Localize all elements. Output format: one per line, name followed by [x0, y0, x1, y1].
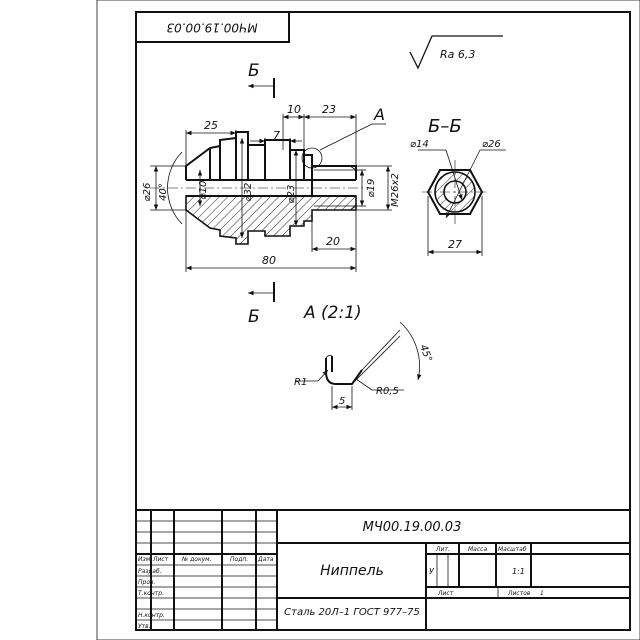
tb-masshtab: Масштаб [498, 546, 527, 553]
tb-row-utv: Утв. [138, 623, 151, 630]
dim-r1: R1 [294, 377, 307, 388]
tb-name: Ниппель [320, 563, 384, 579]
dim-dia32: ⌀32 [243, 183, 254, 202]
dim-sec-dia26: ⌀26 [482, 139, 501, 150]
dim-dia14: ⌀14 [410, 139, 429, 150]
dim-7: 7 [273, 129, 280, 142]
tb-row-nkontr: Н.контр. [138, 612, 165, 619]
tb-lit: Лит. [435, 546, 450, 553]
tb-listov: Листов [507, 590, 531, 597]
tb-list-label: Лист [437, 590, 454, 597]
dim-25: 25 [204, 119, 218, 132]
dim-thread: M26x2 [390, 173, 401, 207]
roughness-text: Ra 6,3 [440, 48, 475, 61]
tb-col-izm: Изм [138, 556, 151, 563]
dim-dia19: ⌀19 [366, 179, 377, 198]
tb-col-list: Лист [152, 556, 169, 563]
detail-view-title: A (2:1) [303, 303, 362, 323]
upper-outline [185, 131, 357, 180]
top-stamp: МЧ00.19.00.03 [135, 11, 290, 43]
tb-massa: Масса [468, 546, 487, 553]
tb-designation: МЧ00.19.00.03 [363, 520, 462, 535]
tb-row-razrab: Разраб. [138, 568, 162, 575]
tb-listov-value: 1 [540, 590, 544, 597]
detail-view: A (2:1) 45° R1 R0,5 5 [294, 303, 434, 410]
detail-a-circle [301, 147, 323, 169]
tb-col-ndokum: № докум. [181, 556, 212, 563]
top-stamp-text: МЧ00.19.00.03 [166, 21, 257, 35]
section-mark-top-label: Б [248, 61, 260, 81]
roughness-mark: Ra 6,3 [409, 35, 503, 70]
dim-angle40: 40° [158, 183, 169, 201]
tb-material: Сталь 20Л–1 ГОСТ 977–75 [284, 607, 420, 618]
title-block: МЧ00.19.00.03 Ниппель Сталь 20Л–1 ГОСТ 9… [136, 509, 630, 631]
section-mark-bottom: Б [248, 282, 275, 327]
dim-10: 10 [287, 103, 301, 116]
dim-dia23: ⌀23 [286, 185, 297, 204]
dim-80: 80 [262, 254, 276, 267]
section-view: Б–Б ⌀14 ⌀26 27 [410, 116, 506, 256]
dim-dia10: ⌀10 [198, 181, 209, 200]
tb-row-prov: Пров. [138, 579, 156, 586]
dim-dia26: ⌀26 [142, 183, 153, 202]
dim-5: 5 [339, 396, 345, 407]
tb-col-podp: Подп. [230, 556, 248, 563]
section-mark-top: Б [248, 61, 275, 98]
section-view-title: Б–Б [428, 116, 462, 137]
dim-20: 20 [326, 235, 340, 248]
tb-row-tkontr: Т.контр. [138, 590, 164, 597]
dim-23: 23 [322, 103, 336, 116]
detail-a-letter: A [373, 105, 385, 124]
main-view: A 25 10 23 7 20 80 ⌀26 [142, 103, 401, 272]
tb-lit-value: У [429, 567, 435, 576]
tb-scale-value: 1:1 [512, 567, 525, 576]
section-mark-bottom-label: Б [248, 307, 260, 327]
tb-col-data: Дата [257, 556, 274, 563]
dim-r05: R0,5 [376, 386, 399, 397]
dim-27: 27 [448, 238, 462, 251]
